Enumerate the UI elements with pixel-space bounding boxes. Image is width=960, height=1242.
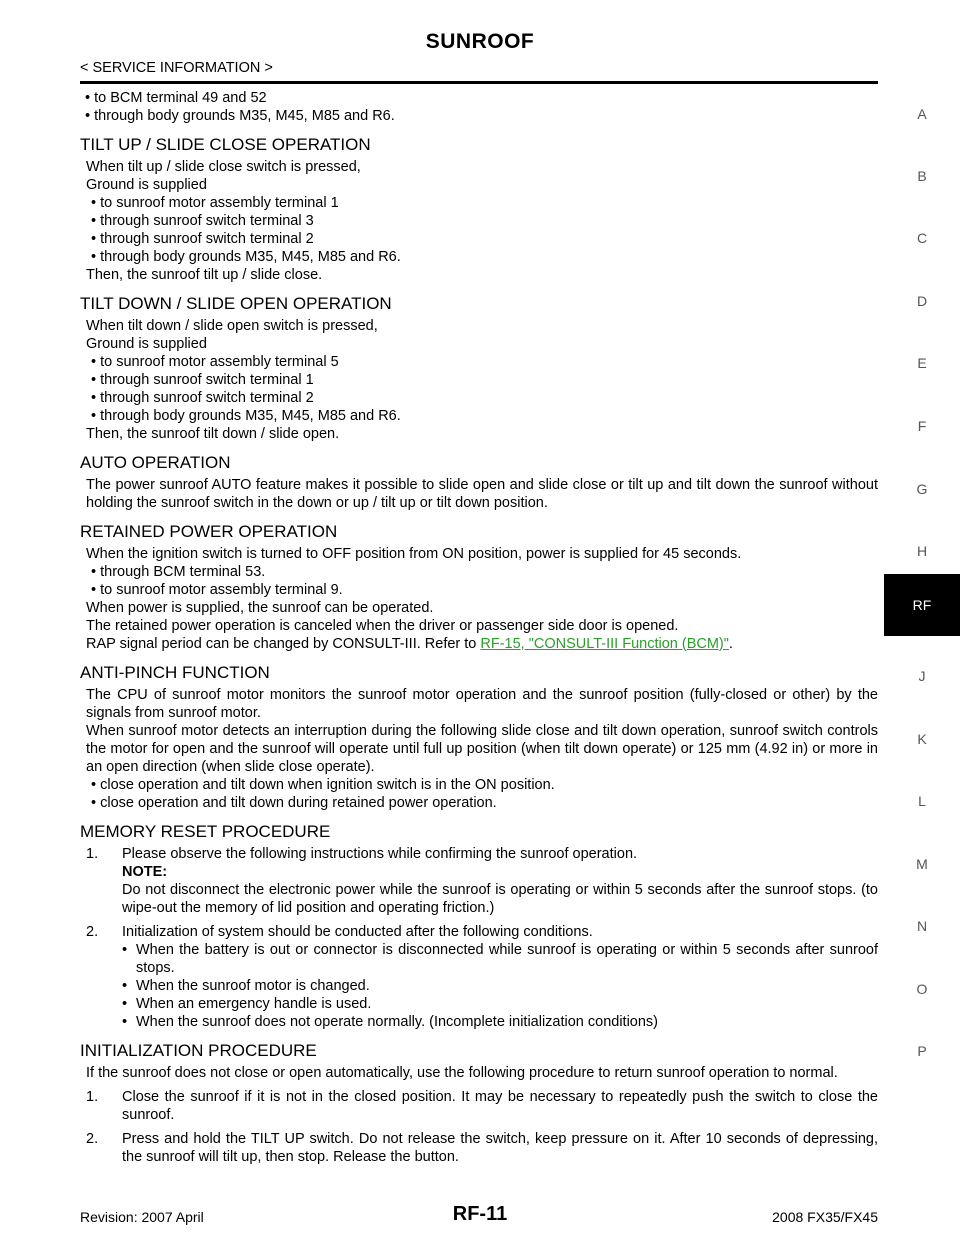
section-tab[interactable]: C	[916, 230, 928, 246]
model-name: 2008 FX35/FX45	[772, 1209, 878, 1225]
paragraph: When tilt up / slide close switch is pre…	[86, 159, 361, 175]
section-tab[interactable]: A	[917, 106, 927, 122]
header-rule	[80, 81, 878, 84]
paragraph: When the ignition switch is turned to OF…	[86, 546, 742, 562]
list-item: through BCM terminal 53.	[86, 563, 878, 581]
list-item: close operation and tilt down when ignit…	[86, 776, 878, 794]
step-text: Please observe the following instruction…	[122, 846, 638, 862]
refer-suffix: .	[728, 636, 733, 652]
section-tab[interactable]: P	[917, 1043, 927, 1059]
step-number: 1.	[86, 846, 99, 862]
section-heading: ANTI-PINCH FUNCTION	[80, 663, 270, 682]
step-number: 2.	[86, 924, 99, 940]
section-tab[interactable]: K	[917, 731, 927, 747]
section-tab[interactable]: F	[917, 418, 927, 434]
paragraph: Ground is supplied	[86, 177, 207, 193]
page-title: SUNROOF	[425, 30, 535, 53]
paragraph: Then, the sunroof tilt down / slide open…	[86, 426, 340, 442]
step-number: 1.	[86, 1089, 99, 1105]
list-item: through sunroof switch terminal 3	[86, 212, 878, 230]
list-item: close operation and tilt down during ret…	[86, 794, 878, 812]
section-body: 1. Please observe the following instruct…	[80, 845, 878, 1031]
refer-text: RAP signal period can be changed by CONS…	[86, 636, 481, 652]
page-number: RF-11	[452, 1203, 508, 1225]
section-tab[interactable]: D	[916, 293, 928, 309]
list-item: to BCM terminal 49 and 52	[80, 89, 878, 107]
numbered-step: 1. Please observe the following instruct…	[80, 845, 878, 917]
section-heading: TILT UP / SLIDE CLOSE OPERATION	[80, 135, 371, 154]
paragraph: If the sunroof does not close or open au…	[86, 1065, 838, 1081]
list-item: to sunroof motor assembly terminal 1	[86, 194, 878, 212]
step-number: 2.	[86, 1131, 99, 1147]
paragraph: RAP signal period can be changed by CONS…	[86, 635, 878, 653]
step-text: Press and hold the TILT UP switch. Do no…	[122, 1131, 878, 1165]
paragraph: The retained power operation is canceled…	[86, 618, 679, 634]
paragraph: The CPU of sunroof motor monitors the su…	[86, 687, 878, 721]
section-tab-active[interactable]: RF	[884, 574, 960, 636]
section-tab[interactable]: E	[917, 355, 927, 371]
section-heading: TILT DOWN / SLIDE OPEN OPERATION	[80, 294, 392, 313]
section-body: If the sunroof does not close or open au…	[80, 1064, 878, 1166]
section-body: When tilt up / slide close switch is pre…	[80, 158, 878, 284]
paragraph: When sunroof motor detects an interrupti…	[86, 723, 878, 775]
section-body: When the ignition switch is turned to OF…	[80, 545, 878, 653]
section-tab[interactable]: G	[916, 481, 928, 497]
list-item: through sunroof switch terminal 2	[86, 389, 878, 407]
list-item: through body grounds M35, M45, M85 and R…	[86, 407, 878, 425]
section-tab[interactable]: O	[916, 981, 928, 997]
section-tab[interactable]: L	[918, 793, 926, 809]
note-label: NOTE:	[122, 864, 168, 880]
step-text: Initialization of system should be condu…	[122, 924, 593, 940]
page-subtitle: < SERVICE INFORMATION >	[80, 60, 273, 76]
list-item: •When the battery is out or connector is…	[122, 942, 878, 976]
section-heading: MEMORY RESET PROCEDURE	[80, 822, 331, 841]
section-heading: AUTO OPERATION	[80, 453, 231, 472]
list-item: •When an emergency handle is used.	[122, 996, 372, 1012]
section-body: The CPU of sunroof motor monitors the su…	[80, 686, 878, 812]
section-body: The power sunroof AUTO feature makes it …	[80, 476, 878, 512]
numbered-step: 2. Press and hold the TILT UP switch. Do…	[80, 1130, 878, 1166]
page-content: to BCM terminal 49 and 52 through body g…	[80, 89, 878, 1166]
list-item: through body grounds M35, M45, M85 and R…	[86, 248, 878, 266]
revision-date: Revision: 2007 April	[80, 1209, 204, 1225]
list-item: through body grounds M35, M45, M85 and R…	[80, 107, 878, 125]
list-item: •When the sunroof does not operate norma…	[122, 1014, 659, 1030]
note-text: Do not disconnect the electronic power w…	[122, 882, 878, 916]
section-index-tabs: A B C D E F G H J K L M N O P	[884, 0, 960, 1242]
section-heading: INITIALIZATION PROCEDURE	[80, 1041, 317, 1060]
section-tab[interactable]: J	[918, 668, 926, 684]
section-tab[interactable]: B	[917, 168, 927, 184]
step-text: Close the sunroof if it is not in the cl…	[122, 1089, 878, 1123]
section-heading: RETAINED POWER OPERATION	[80, 522, 338, 541]
list-item: to sunroof motor assembly terminal 5	[86, 353, 878, 371]
section-body: When tilt down / slide open switch is pr…	[80, 317, 878, 443]
list-item: to sunroof motor assembly terminal 9.	[86, 581, 878, 599]
paragraph: The power sunroof AUTO feature makes it …	[86, 477, 878, 511]
numbered-step: 2. Initialization of system should be co…	[80, 923, 878, 1031]
paragraph: Then, the sunroof tilt up / slide close.	[86, 267, 323, 283]
numbered-step: 1. Close the sunroof if it is not in the…	[80, 1088, 878, 1124]
paragraph: Ground is supplied	[86, 336, 207, 352]
section-tab[interactable]: H	[916, 543, 928, 559]
list-item: •When the sunroof motor is changed.	[122, 978, 370, 994]
section-tab[interactable]: N	[916, 918, 928, 934]
list-item: through sunroof switch terminal 1	[86, 371, 878, 389]
list-item: through sunroof switch terminal 2	[86, 230, 878, 248]
consult-function-link[interactable]: RF-15, "CONSULT-III Function (BCM)"	[480, 636, 729, 652]
section-tab[interactable]: M	[916, 856, 928, 872]
paragraph: When tilt down / slide open switch is pr…	[86, 318, 378, 334]
paragraph: When power is supplied, the sunroof can …	[86, 600, 434, 616]
